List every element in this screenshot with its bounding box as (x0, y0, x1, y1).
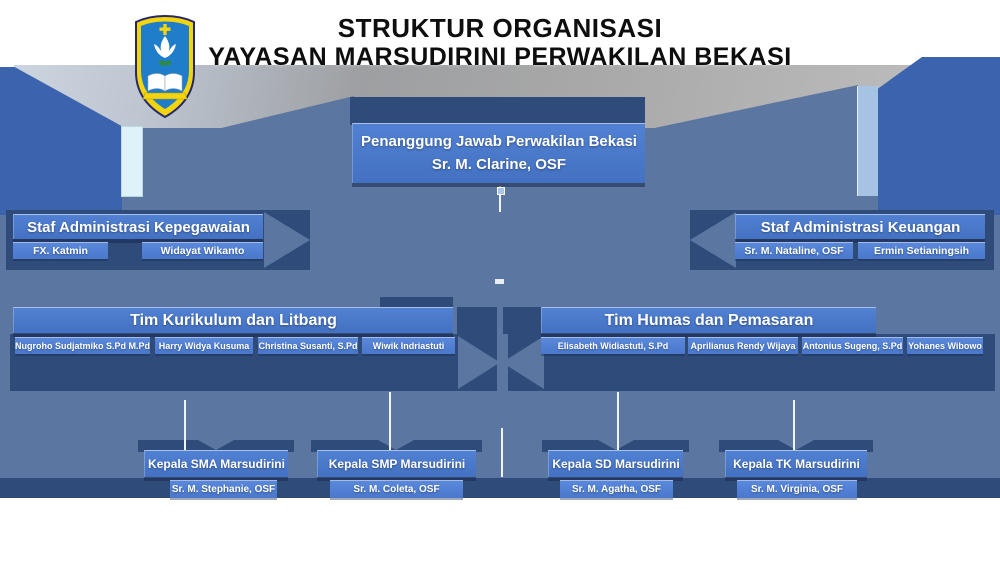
connector-handle-center (495, 279, 504, 284)
kepala-tk-name: Sr. M. Virginia, OSF (737, 480, 857, 498)
connector-handle-top (497, 187, 505, 195)
backdrop-kurikulum-top (380, 297, 453, 307)
connector-sd (617, 392, 619, 450)
root-name: Sr. M. Clarine, OSF (431, 155, 567, 173)
backdrop-root (350, 97, 645, 125)
tim-humas-member: Antonius Sugeng, S.Pd (802, 337, 903, 354)
root-box: Penanggung Jawab Perwakilan Bekasi Sr. M… (352, 123, 645, 183)
kepala-smp-name: Sr. M. Coleta, OSF (330, 480, 463, 498)
accent-bar-left (121, 126, 143, 197)
kepala-smp-header: Kepala SMP Marsudirini (317, 450, 476, 477)
title-line-2: YAYASAN MARSUDIRINI PERWAKILAN BEKASI (208, 43, 792, 72)
tim-kurikulum-member: Harry Widya Kusuma (155, 337, 253, 354)
page-title: STRUKTUR ORGANISASI YAYASAN MARSUDIRINI … (0, 13, 1000, 72)
connector-tk (793, 400, 795, 450)
staff-right-member: Ermin Setianingsih (858, 242, 985, 259)
tim-kurikulum-header: Tim Kurikulum dan Litbang (13, 307, 453, 333)
notch-kepala-tk (778, 440, 814, 450)
kepala-sma-name: Sr. M. Stephanie, OSF (170, 480, 277, 498)
tim-kurikulum-member: Wiwik Indriastuti (362, 337, 455, 354)
notch-kepala-smp (378, 440, 414, 450)
kepala-tk-header: Kepala TK Marsudirini (725, 450, 867, 477)
backdrop-humas-upper (503, 307, 541, 334)
staff-left-member: FX. Katmin (13, 242, 108, 259)
title-line-1: STRUKTUR ORGANISASI (337, 13, 663, 43)
kepala-sd-header: Kepala SD Marsudirini (548, 450, 683, 477)
accent-bar-right (857, 86, 878, 196)
notch-kepala-sd (598, 440, 634, 450)
tim-kurikulum-member: Christina Susanti, S.Pd (258, 337, 358, 354)
tim-humas-member: Yohanes Wibowo (907, 337, 983, 354)
tim-humas-member: Aprilianus Rendy Wijaya (688, 337, 798, 354)
root-title: Penanggung Jawab Perwakilan Bekasi (361, 133, 637, 150)
background-blue-corner-right (878, 57, 1000, 215)
tim-kurikulum-member: Nugroho Sudjatmiko S.Pd M.Pd (15, 337, 150, 354)
connector-smp (389, 392, 391, 450)
marsudirini-shield-logo-icon (135, 15, 195, 119)
kepala-sd-name: Sr. M. Agatha, OSF (560, 480, 673, 498)
connector-center (501, 428, 503, 477)
connector-sma (184, 400, 186, 450)
backdrop-kurikulum-upper (457, 307, 497, 334)
staff-right-header: Staf Administrasi Keuangan (735, 214, 985, 239)
notch-kepala-sma (198, 440, 234, 450)
tim-humas-member: Elisabeth Widiastuti, S.Pd (541, 337, 685, 354)
staff-right-member: Sr. M. Nataline, OSF (735, 242, 853, 259)
connector-root (499, 186, 501, 212)
staff-left-member: Widayat Wikanto (142, 242, 263, 259)
tim-humas-header: Tim Humas dan Pemasaran (541, 307, 876, 333)
kepala-sma-header: Kepala SMA Marsudirini (144, 450, 288, 477)
staff-left-header: Staf Administrasi Kepegawaian (13, 214, 263, 239)
